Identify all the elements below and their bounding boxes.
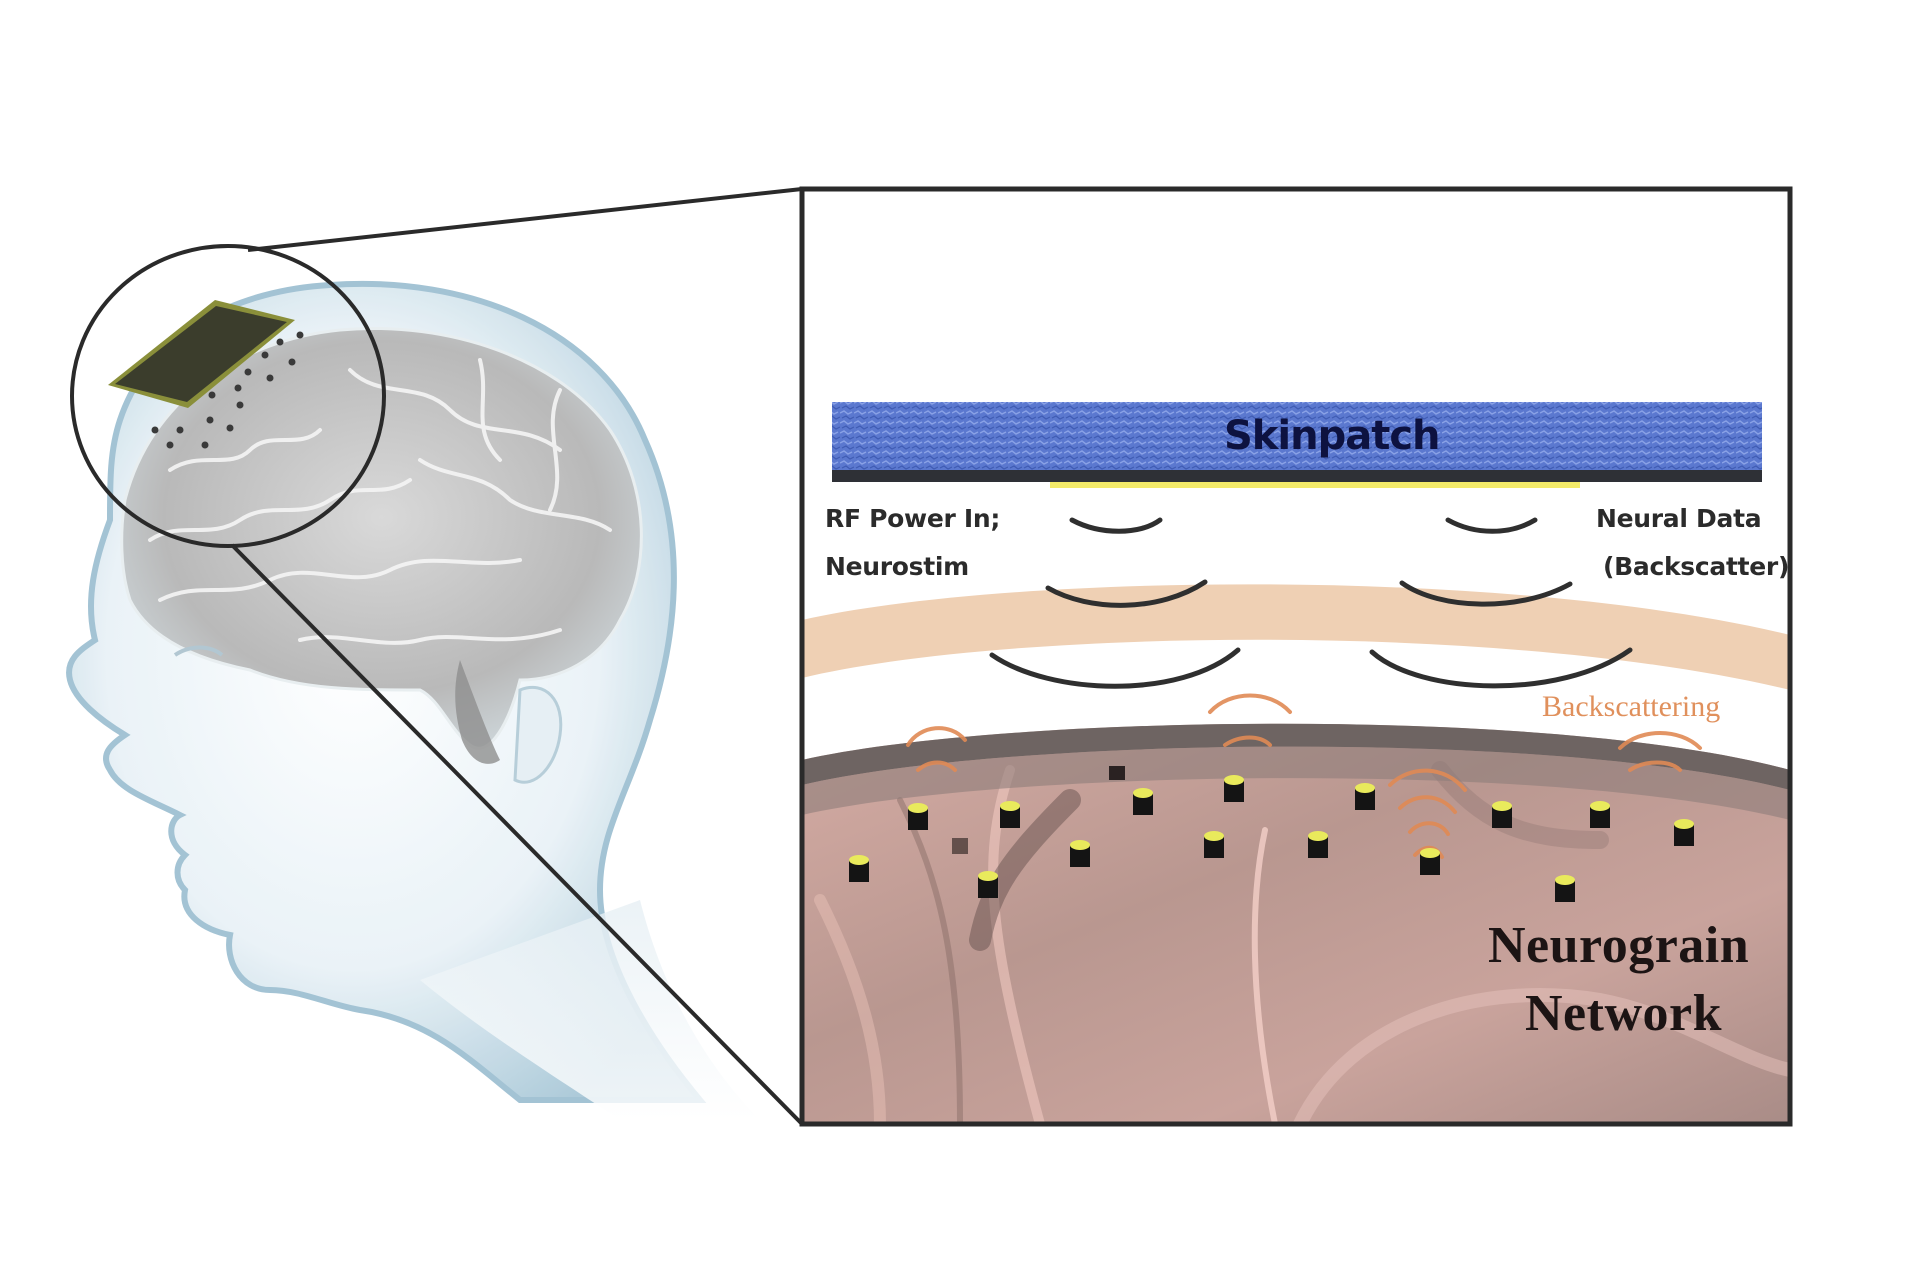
zoom-connector-bottom: [230, 543, 804, 1126]
inset-border: [799, 186, 1793, 1127]
neurograin: [1133, 788, 1153, 815]
neurograin: [1674, 819, 1694, 846]
backscattering-label: Backscattering: [1542, 690, 1721, 723]
neural-data-label: Neural Data: [1596, 504, 1762, 533]
dura-shadow: [802, 746, 1790, 820]
cortex-tissue: [802, 723, 1790, 1124]
neurograin: [849, 855, 869, 882]
neurograin: [1109, 766, 1125, 780]
dura-membrane: [802, 723, 1790, 790]
backscatter-label: (Backscatter): [1603, 552, 1790, 581]
neurograin: [1224, 775, 1244, 802]
neurograin: [1355, 783, 1375, 810]
neurograin: [1070, 840, 1090, 867]
neurograin: [1555, 875, 1575, 902]
neurograin: [1204, 831, 1224, 858]
rf-power-label: RF Power In;: [825, 504, 1001, 533]
implanted-dots: [151, 331, 304, 449]
skinpatch-label: Skinpatch: [1224, 413, 1441, 459]
neurograin: [978, 871, 998, 898]
neurograin: [1420, 848, 1440, 875]
neurograin: [952, 838, 968, 854]
neck: [420, 900, 760, 1120]
skin-patch-chip: [108, 300, 295, 408]
bone-layer: [802, 584, 1790, 690]
neurograin-network-label-line1: Neurograin: [1488, 917, 1750, 974]
zoom-connector-top: [247, 187, 803, 252]
neurograin: [1492, 801, 1512, 828]
rf-waves: [989, 517, 1633, 689]
eye: [173, 645, 224, 657]
magnifier-circle: [70, 244, 386, 548]
neurograin: [908, 803, 928, 830]
neurograins: [849, 766, 1694, 902]
neurograin-network-label-line2: Network: [1525, 985, 1723, 1042]
backscatter-arcs: [906, 693, 1702, 859]
skinpatch-body: [832, 402, 1762, 470]
neurograin: [1000, 801, 1020, 828]
neurograin: [1590, 801, 1610, 828]
skinpatch-strip: [1050, 482, 1580, 488]
neurograin: [1308, 831, 1328, 858]
ear: [513, 685, 563, 784]
brain-gyri: [148, 358, 612, 645]
neurostim-label: Neurostim: [825, 552, 969, 581]
brain-stem: [455, 660, 500, 764]
